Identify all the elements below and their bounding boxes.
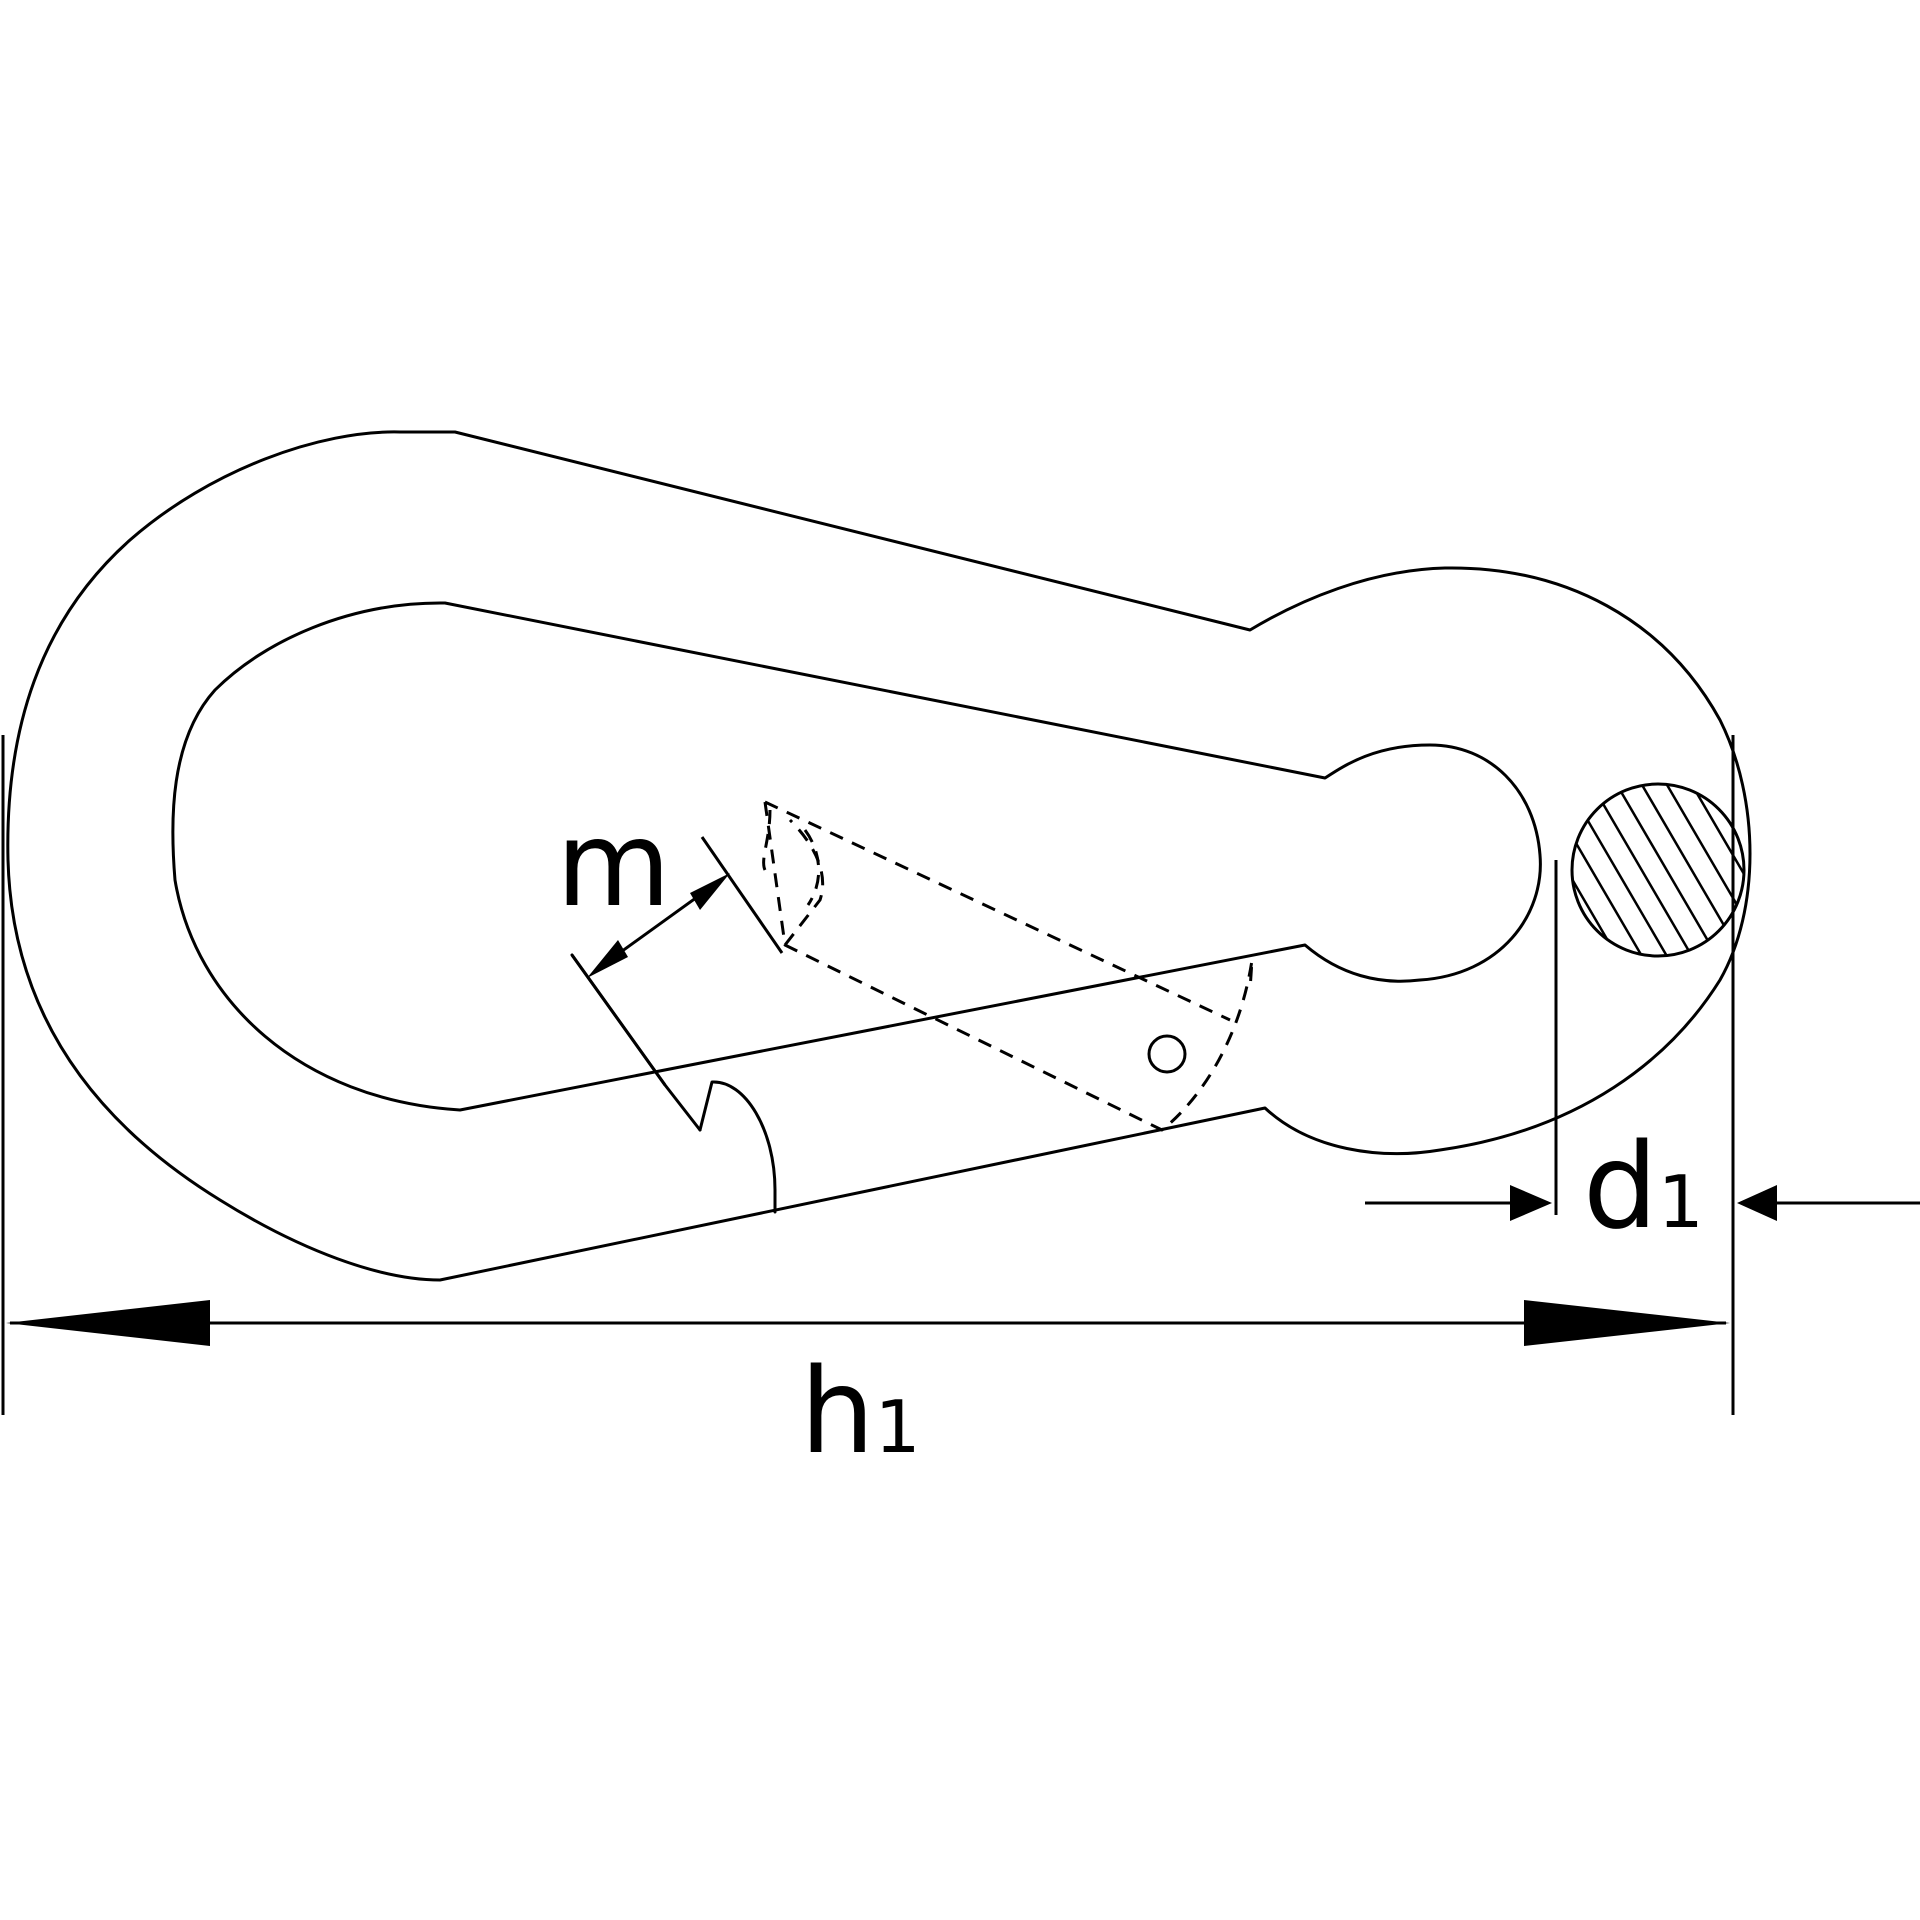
h1-arrow-left [6,1300,210,1346]
h1-arrow-right [1524,1300,1730,1346]
gate-hidden-cap [762,809,821,906]
d1-arrow-right [1737,1185,1777,1221]
m-extension-line-left [570,954,667,1086]
wire-section-circle [1570,782,1746,958]
hook-outer-outline [6,430,1752,1282]
gate-hidden-outline [763,800,1254,1132]
d1-arrow-left [1510,1185,1552,1221]
label-d1: d1 [1583,1117,1704,1255]
pivot-pin [1147,1034,1187,1074]
m-arrow-right [690,873,730,910]
m-arrow-left [587,940,628,978]
label-m: m [556,795,671,933]
m-extension-line-right [700,836,784,954]
hook-inner-outline [171,601,1542,1112]
gate-hook-notch [698,1080,777,1214]
label-h1: h1 [800,1342,921,1480]
